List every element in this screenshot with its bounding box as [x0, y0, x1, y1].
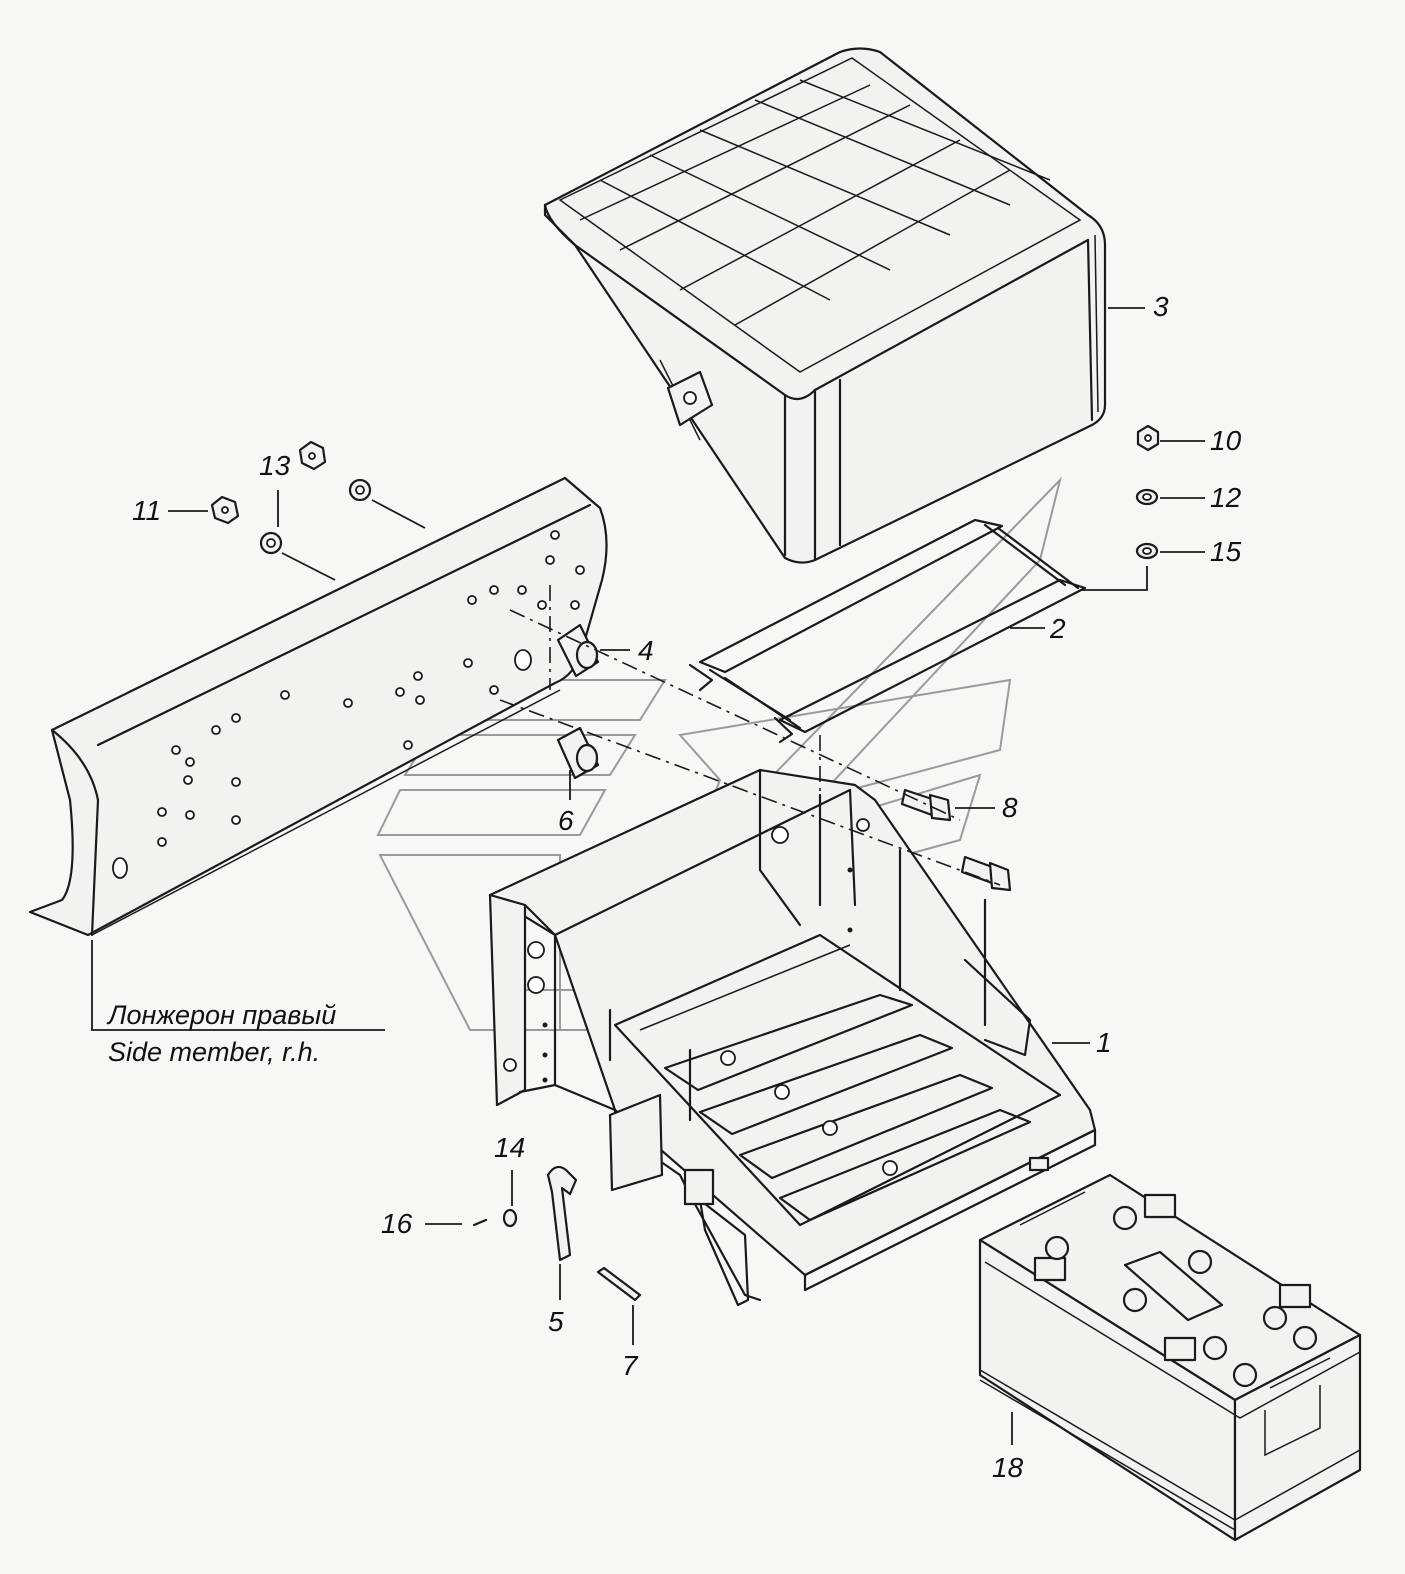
- washer-14: [502, 1208, 518, 1228]
- washer-13: [259, 531, 283, 555]
- battery-cover: [543, 47, 1107, 564]
- bolt-8-upper: [900, 788, 952, 822]
- callout-12: 12: [1210, 482, 1242, 513]
- side-member-rail: [28, 476, 608, 937]
- callout-2: 2: [1050, 613, 1066, 644]
- pin-7: [596, 1266, 642, 1302]
- callout-5: 5: [548, 1306, 564, 1337]
- assembly-axes: [499, 585, 1001, 886]
- callout-15: 15: [1210, 536, 1242, 567]
- battery-terminals: [1033, 1193, 1312, 1362]
- callout-16: 16: [381, 1208, 413, 1239]
- nut-11: [210, 495, 240, 525]
- callout-10: 10: [1210, 425, 1242, 456]
- callout-18: 18: [992, 1452, 1024, 1483]
- latch-handle: [546, 1165, 578, 1262]
- washer-right-rail: [348, 478, 372, 502]
- battery-bracket: [488, 768, 1097, 1307]
- nut-13-top: [298, 440, 327, 471]
- battery-caps: [1044, 1205, 1318, 1388]
- rail-holes: [157, 530, 585, 847]
- callout-6: 6: [558, 805, 574, 836]
- leader-lines: [91, 307, 1205, 1445]
- callout-7: 7: [622, 1350, 638, 1381]
- nut-10: [1136, 424, 1160, 452]
- callout-3: 3: [1153, 291, 1169, 322]
- callout-1: 1: [1096, 1027, 1112, 1058]
- battery: [978, 1173, 1362, 1542]
- washer-15: [1135, 542, 1159, 560]
- washer-12: [1135, 488, 1159, 506]
- callout-14: 14: [494, 1132, 526, 1163]
- callout-11: 11: [132, 495, 162, 526]
- callout-13: 13: [259, 450, 291, 481]
- pin-16: [472, 1218, 488, 1227]
- callout-4: 4: [638, 635, 654, 666]
- callout-8: 8: [1002, 792, 1018, 823]
- clamp-frame: [688, 518, 1087, 744]
- side-member-label-en: Side member, r.h.: [108, 1037, 321, 1067]
- side-member-label-ru: Лонжерон правый: [108, 1000, 337, 1030]
- spacer-bushing-6: [556, 726, 600, 780]
